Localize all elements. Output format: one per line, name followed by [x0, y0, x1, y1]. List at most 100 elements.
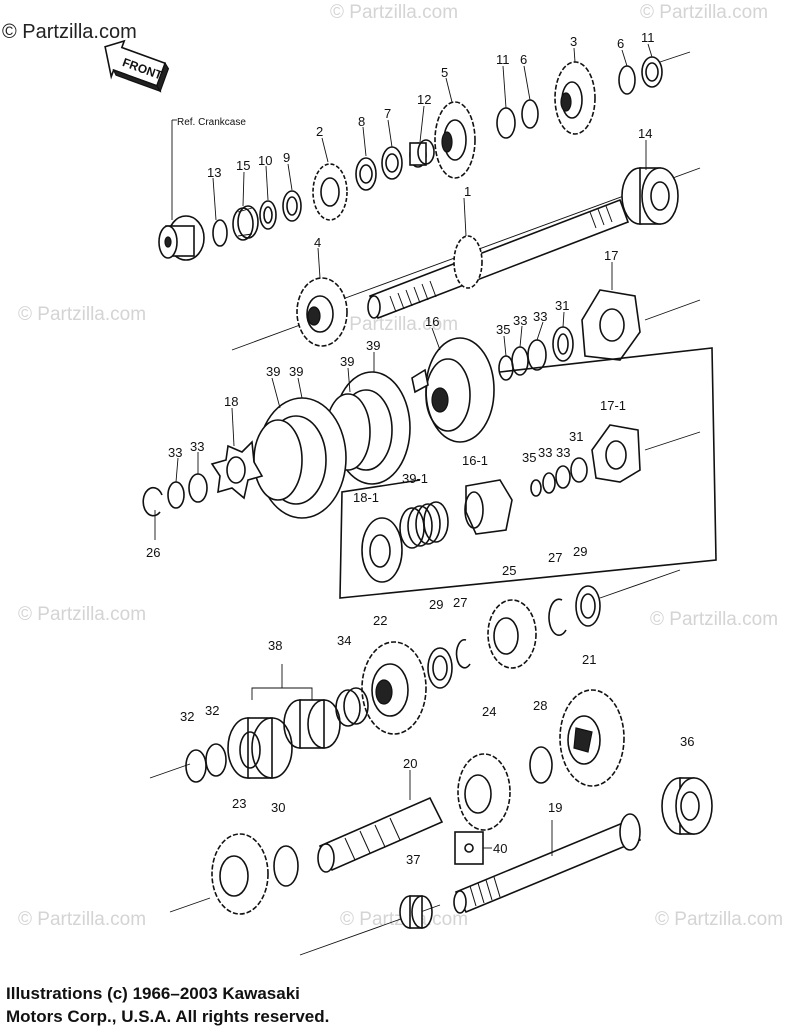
copyright-line-1: Illustrations (c) 1966–2003 Kawasaki: [6, 984, 300, 1003]
part-15: [232, 205, 259, 241]
part-number-labels: 1 2 3 4 5 6 6 7 8 9 10 11 11 12 13 14 15…: [146, 30, 694, 867]
part-36: [661, 777, 713, 835]
label-33: 33: [556, 445, 570, 460]
label-29: 29: [573, 544, 587, 559]
part-35: [530, 479, 542, 497]
part-38: [227, 717, 293, 779]
part-17-1: [591, 424, 701, 483]
part-16: [411, 337, 495, 443]
label-17: 17: [604, 248, 618, 263]
part-33: [167, 481, 185, 509]
part-9: [282, 190, 302, 222]
label-22: 22: [373, 613, 387, 628]
label-27: 27: [453, 595, 467, 610]
label-2: 2: [316, 124, 323, 139]
part-27: [548, 598, 567, 636]
label-21: 21: [582, 652, 596, 667]
part-18-1: [361, 517, 403, 583]
label-37: 37: [406, 852, 420, 867]
watermark: © Partzilla.com: [18, 304, 146, 325]
part-33: [527, 339, 547, 371]
label-24: 24: [482, 704, 496, 719]
watermark: © Partzilla.com: [640, 2, 768, 23]
part-33: [188, 473, 208, 503]
label-27: 27: [548, 550, 562, 565]
part-22: [361, 641, 427, 735]
label-10: 10: [258, 153, 272, 168]
part-34: [335, 687, 369, 727]
part-39: [253, 397, 347, 519]
label-31: 31: [555, 298, 569, 313]
label-11: 11: [641, 30, 655, 45]
label-16-1: 16-1: [462, 453, 488, 468]
label-6: 6: [617, 36, 624, 51]
part-29: [427, 647, 453, 689]
part-16-1: [464, 479, 513, 535]
label-33: 33: [533, 309, 547, 324]
watermark: © Partzilla.com: [650, 609, 778, 630]
label-38: 38: [268, 638, 282, 653]
part-33: [542, 472, 556, 494]
label-4: 4: [314, 235, 321, 250]
label-28: 28: [533, 698, 547, 713]
watermark: © Partzilla.com: [18, 909, 146, 930]
label-36: 36: [680, 734, 694, 749]
watermark-top-left: © Partzilla.com: [2, 21, 137, 43]
watermark: © Partzilla.com: [655, 909, 783, 930]
part-6: [618, 65, 636, 95]
copyright-line-2: Motors Corp., U.S.A. All rights reserved…: [6, 1007, 330, 1026]
label-26: 26: [146, 545, 160, 560]
label-20: 20: [403, 756, 417, 771]
part-28: [529, 746, 553, 784]
part-19: [453, 813, 642, 914]
watermark: © Partzilla.com: [330, 314, 458, 335]
part-26: [142, 486, 163, 517]
part-12: [409, 139, 435, 168]
part-7: [381, 146, 403, 180]
label-17-1: 17-1: [600, 398, 626, 413]
watermark: © Partzilla.com: [330, 2, 458, 23]
label-31: 31: [569, 429, 583, 444]
label-12: 12: [417, 92, 431, 107]
label-33: 33: [168, 445, 182, 460]
label-39: 39: [289, 364, 303, 379]
copyright-notice: Illustrations (c) 1966–2003 Kawasaki Mot…: [6, 982, 606, 1028]
part-3: [554, 61, 596, 135]
label-15: 15: [236, 158, 250, 173]
part-27: [455, 638, 471, 669]
part-30: [273, 845, 299, 887]
part-13: [212, 219, 228, 247]
label-25: 25: [502, 563, 516, 578]
part-5: [434, 101, 476, 179]
label-29: 29: [429, 597, 443, 612]
part-11: [496, 107, 516, 139]
part-32: [205, 743, 227, 777]
part-37: [399, 895, 433, 929]
label-16: 16: [425, 314, 439, 329]
part-33: [555, 465, 571, 489]
label-3: 3: [570, 34, 577, 49]
part-38: [283, 699, 341, 749]
part-39-1: [399, 501, 449, 549]
reference-label: Ref. Crankcase: [177, 117, 246, 128]
crankcase-cap: [158, 215, 205, 261]
label-34: 34: [337, 633, 351, 648]
label-11: 11: [496, 52, 510, 67]
part-10: [259, 200, 277, 230]
part-18: [210, 440, 264, 500]
label-19: 19: [548, 800, 562, 815]
label-5: 5: [441, 65, 448, 80]
part-1: [367, 198, 630, 320]
part-8: [355, 157, 377, 191]
label-33: 33: [190, 439, 204, 454]
label-33: 33: [513, 313, 527, 328]
label-40: 40: [493, 841, 507, 856]
label-18: 18: [224, 394, 238, 409]
label-6: 6: [520, 52, 527, 67]
label-13: 13: [207, 165, 221, 180]
label-14: 14: [638, 126, 652, 141]
part-32: [185, 749, 207, 783]
part-14: [621, 167, 679, 225]
label-39: 39: [266, 364, 280, 379]
